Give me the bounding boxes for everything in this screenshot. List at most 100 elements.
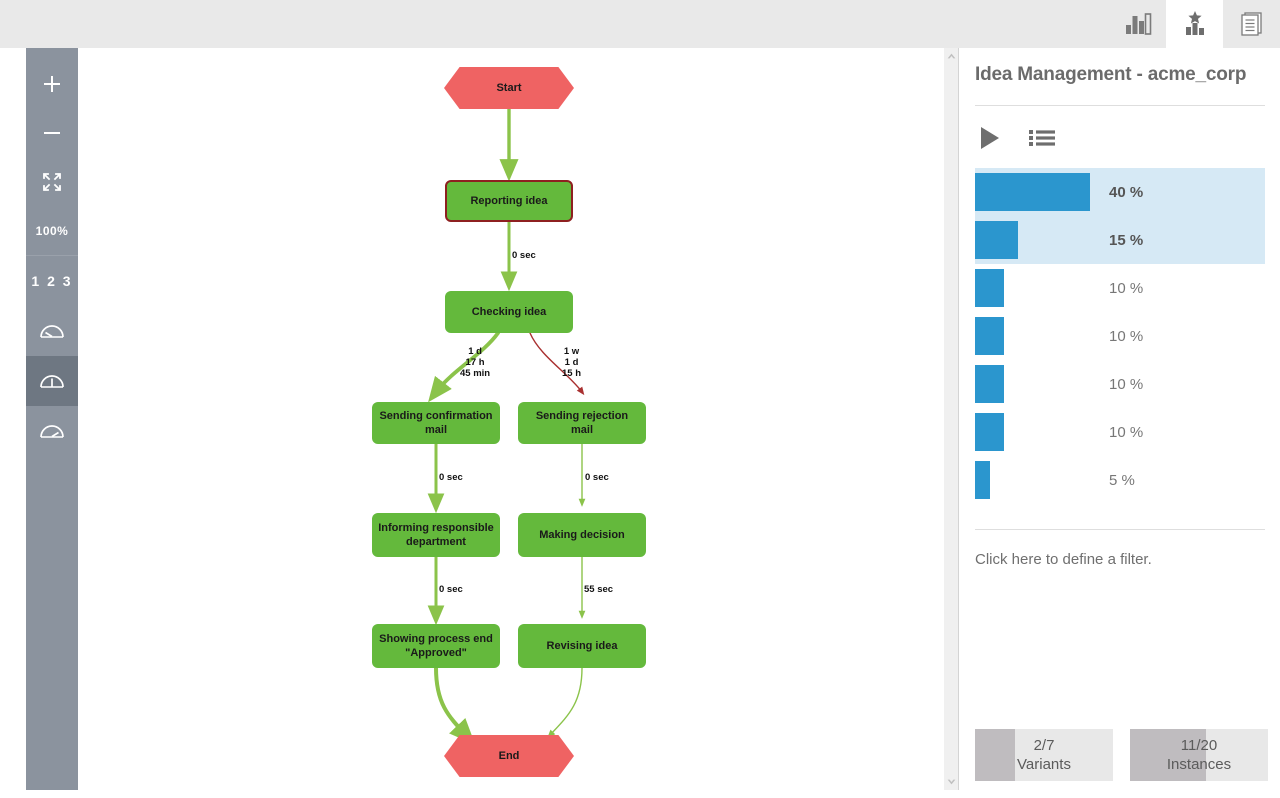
node-label: Reporting idea	[470, 195, 548, 207]
scrollbar-track[interactable]	[944, 64, 958, 774]
numbers-toggle-button[interactable]: 1 2 3	[26, 256, 78, 306]
variant-bar	[975, 221, 1018, 259]
node-label: Sending confirmation mail	[379, 410, 493, 436]
node-sending-confirmation-mail[interactable]: Sending confirmation mail	[372, 402, 500, 444]
variant-percent: 10 %	[1109, 327, 1144, 345]
variant-row[interactable]: 10 %	[975, 360, 1265, 408]
gauge-mid-button[interactable]	[26, 356, 78, 406]
variant-bar	[975, 365, 1004, 403]
right-panel: Idea Management - acme_corp	[959, 48, 1280, 798]
panel-toolbar	[975, 122, 1057, 154]
variant-bar	[975, 461, 990, 499]
instances-counter-fill	[1130, 729, 1206, 781]
list-view-button[interactable]	[1027, 122, 1057, 154]
minus-icon	[44, 131, 60, 134]
numbers-label: 1 2 3	[31, 273, 73, 289]
top-bar-icon-group	[1109, 0, 1280, 48]
edge-label-decision-revising: 55 sec	[584, 584, 614, 595]
edge-label-checking-confirmation: 1 d 17 h 45 min	[460, 346, 491, 379]
node-label: Informing responsible department	[378, 522, 494, 548]
node-label: Checking idea	[471, 306, 547, 318]
filter-hint[interactable]: Click here to define a filter.	[975, 551, 1152, 568]
node-revising-idea[interactable]: Revising idea	[518, 624, 646, 668]
documents-view-icon[interactable]	[1223, 0, 1280, 48]
variant-row[interactable]: 40 %	[975, 168, 1265, 216]
variant-percent: 5 %	[1109, 471, 1135, 489]
rail-divider	[26, 255, 78, 256]
process-graph-canvas[interactable]: Start Reporting idea Checking idea Sendi…	[78, 48, 944, 790]
canvas-right-border	[958, 48, 959, 790]
page-title: Idea Management - acme_corp	[975, 64, 1247, 85]
edge-label-rejection-decision: 0 sec	[585, 472, 609, 483]
variant-distribution-chart: 40 % 15 % 10 % 10 % 10 % 10 %	[975, 168, 1265, 504]
instances-counter-value: 11/20	[1180, 737, 1218, 754]
node-label: Revising idea	[546, 640, 618, 652]
variants-counter[interactable]: 2/7 Variants	[975, 729, 1113, 781]
node-checking-idea[interactable]: Checking idea	[445, 291, 573, 333]
instances-counter-label: Instances	[1166, 756, 1232, 773]
variant-row[interactable]: 10 %	[975, 264, 1265, 312]
panel-divider-bottom	[975, 529, 1265, 530]
bar-chart-star-icon	[1185, 11, 1204, 35]
zoom-out-button[interactable]	[26, 108, 78, 157]
node-label: Making decision	[539, 529, 625, 541]
edge-label-informing-showing: 0 sec	[439, 584, 463, 595]
zoom-level-label: 100%	[35, 223, 69, 238]
gauge-mid-icon	[40, 375, 64, 388]
footer-counters: 2/7 Variants 11/20 Instances	[975, 729, 1268, 781]
variant-bar	[975, 413, 1004, 451]
node-label: Sending rejection mail	[535, 410, 629, 436]
node-end[interactable]: End	[444, 735, 574, 777]
fit-to-screen-button[interactable]	[26, 157, 78, 206]
play-icon	[981, 127, 999, 149]
instances-counter-text: 11/20 Instances	[1130, 729, 1268, 781]
node-label: Showing process end "Approved"	[379, 633, 493, 659]
gauge-high-button[interactable]	[26, 406, 78, 456]
edge-label-checking-rejection: 1 w 1 d 15 h	[562, 346, 582, 379]
variants-view-icon[interactable]	[1166, 0, 1223, 48]
gauge-low-icon	[40, 325, 64, 338]
variant-bar	[975, 317, 1004, 355]
variants-counter-value: 2/7	[1033, 737, 1055, 754]
node-label: End	[498, 750, 520, 762]
panel-divider-top	[975, 105, 1265, 106]
edge-label-reporting-checking: 0 sec	[512, 250, 536, 261]
variant-row[interactable]: 10 %	[975, 408, 1265, 456]
variant-row[interactable]: 10 %	[975, 312, 1265, 360]
node-sending-rejection-mail[interactable]: Sending rejection mail	[518, 402, 646, 444]
node-making-decision[interactable]: Making decision	[518, 513, 646, 557]
plus-icon	[44, 75, 60, 92]
instances-counter[interactable]: 11/20 Instances	[1130, 729, 1268, 781]
variant-bar	[975, 269, 1004, 307]
left-tool-rail: 100% 1 2 3	[26, 48, 78, 790]
gauge-low-button[interactable]	[26, 306, 78, 356]
gauge-high-icon	[40, 425, 64, 438]
variant-percent: 10 %	[1109, 423, 1144, 441]
node-informing-responsible-department[interactable]: Informing responsible department	[372, 513, 500, 557]
play-button[interactable]	[975, 122, 1005, 154]
variant-bar	[975, 173, 1090, 211]
chart-view-icon[interactable]	[1109, 0, 1166, 48]
canvas-vertical-scrollbar[interactable]	[944, 48, 958, 790]
node-start[interactable]: Start	[444, 67, 574, 109]
scroll-up-icon[interactable]	[944, 48, 958, 64]
bar-chart-icon	[1125, 13, 1151, 35]
fit-screen-icon	[43, 172, 61, 191]
variant-percent: 40 %	[1109, 183, 1144, 201]
node-label: Start	[496, 82, 522, 94]
top-bar	[0, 0, 1280, 48]
variant-row[interactable]: 15 %	[975, 216, 1265, 264]
node-reporting-idea[interactable]: Reporting idea	[445, 180, 573, 222]
variant-percent: 10 %	[1109, 375, 1144, 393]
zoom-in-button[interactable]	[26, 59, 78, 108]
list-icon	[1029, 130, 1055, 146]
zoom-level-button[interactable]: 100%	[26, 206, 78, 255]
node-showing-process-end-approved[interactable]: Showing process end "Approved"	[372, 624, 500, 668]
variants-counter-label: Variants	[1017, 756, 1071, 773]
variant-percent: 15 %	[1109, 231, 1144, 249]
scroll-down-icon[interactable]	[944, 774, 958, 790]
edge-label-confirmation-informing: 0 sec	[439, 472, 463, 483]
variant-row[interactable]: 5 %	[975, 456, 1265, 504]
variants-counter-text: 2/7 Variants	[975, 729, 1113, 781]
